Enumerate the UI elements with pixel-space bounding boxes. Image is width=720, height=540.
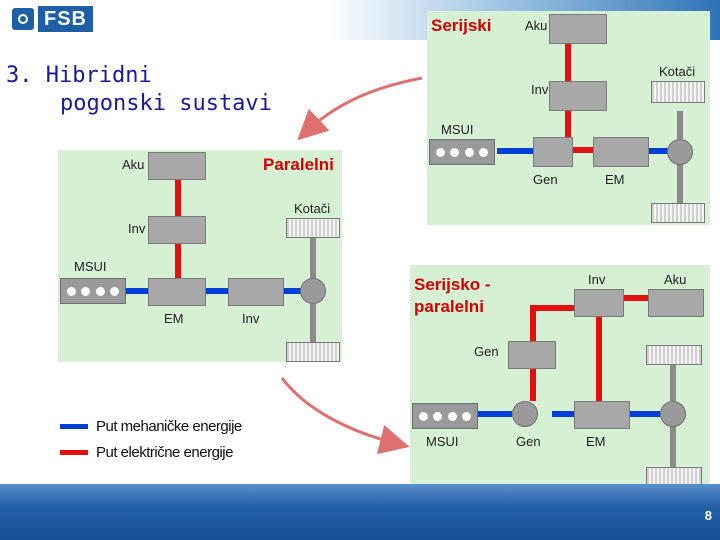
parallel-blue-msui-em — [124, 288, 150, 294]
footer-bar — [0, 484, 720, 540]
arrow-serial-to-parallel — [297, 76, 423, 141]
serial-red-gen-em — [573, 147, 593, 153]
parallel-panel: Paralelni Aku Kotači Inv MSUI EM Inv — [58, 150, 342, 362]
serpar-red-top-horizontal — [530, 305, 574, 311]
title-line-2: pogonski sustavi — [60, 91, 272, 116]
serpar-red-em-vertical — [596, 315, 602, 401]
parallel-kotaci-label: Kotači — [294, 201, 331, 216]
serpar-msui-engine — [412, 403, 478, 429]
parallel-blue-em-inv — [206, 288, 228, 294]
serial-axle-bottom — [677, 163, 683, 203]
serpar-red-inv-aku — [624, 295, 648, 301]
serial-aku-box — [549, 14, 607, 44]
parallel-aku-label: Aku — [122, 157, 145, 172]
serial-axle-circle — [667, 139, 693, 165]
parallel-axle-bottom — [310, 304, 316, 344]
serial-msui-label: MSUI — [441, 122, 474, 137]
serial-red-inv-down — [565, 111, 571, 151]
serial-em-label: EM — [605, 172, 625, 187]
serpar-gen-label: Gen — [474, 344, 499, 359]
parallel-blue-inv-axle — [284, 288, 302, 294]
parallel-title: Paralelni — [263, 155, 334, 174]
parallel-inv2-box — [228, 278, 284, 306]
serpar-gen-box — [508, 341, 556, 369]
serial-blue-em-axle — [649, 148, 679, 154]
serpar-title-line-2: paralelni — [414, 297, 484, 316]
parallel-aku-box — [148, 152, 206, 180]
serpar-em-label: EM — [586, 434, 606, 449]
parallel-red-aku-inv — [175, 180, 181, 218]
serpar-wheel-bottom — [646, 467, 702, 487]
legend-mechanical-text: Put mehaničke energije — [96, 418, 242, 435]
serial-red-aku-inv — [565, 44, 571, 86]
serial-aku-label: Aku — [525, 18, 548, 33]
serpar-aku-box — [648, 289, 704, 317]
arrow-parallel-to-serpar — [280, 377, 410, 455]
parallel-msui-label: MSUI — [74, 259, 107, 274]
legend-electrical-swatch — [60, 450, 88, 455]
serial-msui-engine — [429, 139, 495, 165]
serpar-red-gen-vertical — [530, 369, 536, 401]
serial-inv-box — [549, 81, 607, 111]
serpar-inv-box — [574, 289, 624, 317]
serial-gen-label: Gen — [533, 172, 558, 187]
parallel-red-inv-em — [175, 244, 181, 278]
title-line-1: 3. Hibridni — [6, 63, 152, 88]
serial-axle-top — [677, 111, 683, 139]
serpar-gen-circle — [512, 401, 538, 427]
serial-kotaci-label: Kotači — [659, 64, 696, 79]
serial-panel: Serijski Aku Inv Kotači MSUI Gen EM — [427, 11, 710, 225]
legend-mechanical-swatch — [60, 424, 88, 429]
serial-inv-label: Inv — [531, 82, 549, 97]
page-number: 8 — [704, 508, 712, 523]
serpar-em-box — [574, 401, 630, 429]
serpar-panel: Serijsko - paralelni Inv Aku Gen MSUI Ge… — [410, 265, 710, 489]
legend-electrical-text: Put električne energije — [96, 444, 233, 461]
serpar-blue-em-axle — [630, 411, 660, 417]
serpar-inv-label: Inv — [588, 272, 606, 287]
serial-gen-box — [533, 137, 573, 167]
serpar-aku-label: Aku — [664, 272, 687, 287]
logo-mark-icon — [12, 8, 34, 30]
parallel-inv-box — [148, 216, 206, 244]
parallel-wheel-bottom — [286, 342, 340, 362]
serial-blue-msui-gen — [497, 148, 535, 154]
serial-wheel-bottom — [651, 203, 705, 223]
serpar-red-left-vertical — [530, 305, 536, 341]
parallel-axle-circle — [300, 278, 326, 304]
parallel-msui-engine — [60, 278, 126, 304]
serial-em-box — [593, 137, 649, 167]
parallel-em-label: EM — [164, 311, 184, 326]
serpar-blue-msui-gen — [478, 411, 512, 417]
serpar-blue-gen-em — [552, 411, 574, 417]
serpar-axle-top — [670, 365, 676, 401]
parallel-inv2-label: Inv — [242, 311, 260, 326]
serpar-gen2-label: Gen — [516, 434, 541, 449]
serpar-title-line-1: Serijsko - — [414, 275, 491, 294]
serpar-msui-label: MSUI — [426, 434, 459, 449]
slide-title: 3. Hibridni pogonski sustavi — [6, 62, 272, 118]
serial-title: Serijski — [431, 16, 492, 35]
serial-wheel-top — [651, 81, 705, 103]
serpar-axle-circle — [660, 401, 686, 427]
serpar-axle-bottom — [670, 427, 676, 467]
parallel-axle-top — [310, 238, 316, 280]
parallel-wheel-top — [286, 218, 340, 238]
fsb-logo: FSB — [12, 6, 93, 32]
logo-text: FSB — [38, 6, 93, 32]
serpar-wheel-top — [646, 345, 702, 365]
parallel-inv-label: Inv — [128, 221, 146, 236]
parallel-em-box — [148, 278, 206, 306]
